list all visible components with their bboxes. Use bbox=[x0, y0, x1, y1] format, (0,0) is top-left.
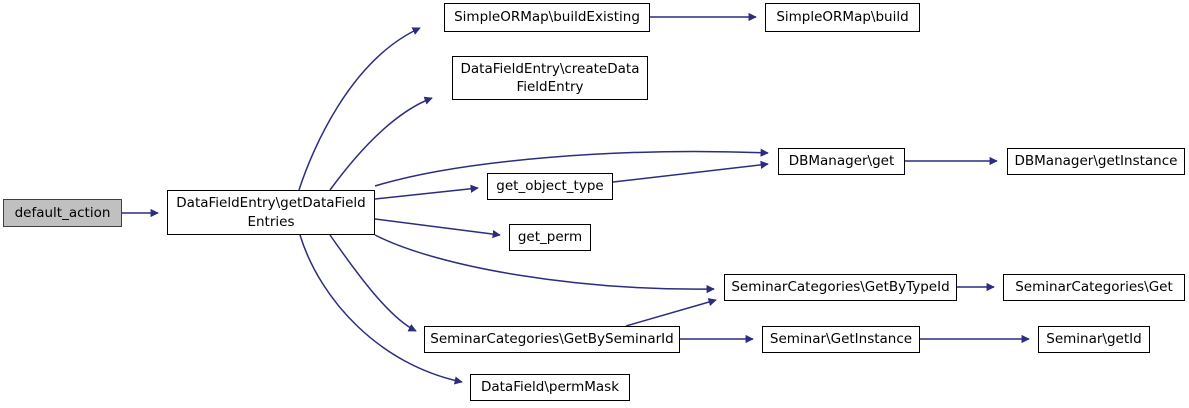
graph-edge-getDataFieldEntries-to-buildExisting bbox=[298, 27, 421, 191]
graph-node-dbmanager_getInstance[interactable]: DBManager\getInstance bbox=[1007, 148, 1185, 175]
graph-edge-getBySeminarId-to-getByTypeId bbox=[625, 298, 717, 327]
graph-node-permMask[interactable]: DataField\permMask bbox=[470, 374, 630, 401]
graph-node-getByTypeId[interactable]: SeminarCategories\GetByTypeId bbox=[724, 274, 957, 301]
graph-node-get_perm[interactable]: get_perm bbox=[509, 224, 591, 251]
graph-node-dbmanager_get[interactable]: DBManager\get bbox=[778, 148, 905, 175]
graph-node-seminar_getId[interactable]: Seminar\getId bbox=[1038, 326, 1150, 353]
graph-node-getDataFieldEntries[interactable]: DataFieldEntry\getDataField Entries bbox=[167, 190, 375, 235]
graph-edge-getDataFieldEntries-to-get_object_type bbox=[374, 184, 479, 200]
graph-node-createDataFieldEntry[interactable]: DataFieldEntry\createData FieldEntry bbox=[452, 56, 648, 100]
graph-edge-getDataFieldEntries-to-permMask bbox=[299, 234, 463, 385]
graph-edge-getDataFieldEntries-to-getBySeminarId bbox=[329, 234, 417, 332]
graph-node-build[interactable]: SimpleORMap\build bbox=[765, 3, 920, 32]
graph-node-seminarCategories_get[interactable]: SeminarCategories\Get bbox=[1003, 274, 1185, 301]
graph-node-getBySeminarId[interactable]: SeminarCategories\GetBySeminarId bbox=[424, 326, 680, 353]
graph-edge-getDataFieldEntries-to-createDataFieldEntry bbox=[329, 96, 433, 191]
graph-node-get_object_type[interactable]: get_object_type bbox=[487, 173, 613, 200]
graph-edge-getDataFieldEntries-to-get_perm bbox=[374, 218, 501, 239]
graph-node-buildExisting[interactable]: SimpleORMap\buildExisting bbox=[444, 3, 650, 32]
graph-node-default_action[interactable]: default_action bbox=[3, 199, 122, 227]
graph-edge-get_object_type-to-dbmanager_get bbox=[612, 160, 769, 183]
graph-node-seminar_getInstance[interactable]: Seminar\GetInstance bbox=[762, 326, 920, 353]
